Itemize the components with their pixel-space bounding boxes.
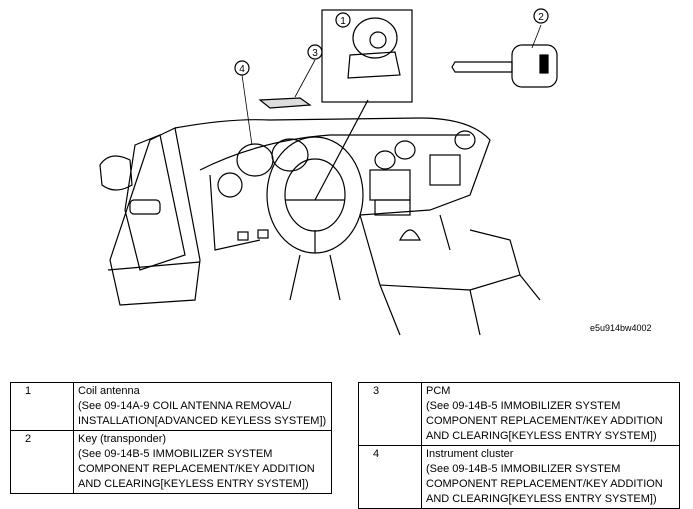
legend-item-title: Key (transponder): [78, 433, 167, 445]
legend-item-reference: (See 09-14B-5 IMMOBILIZER SYSTEM COMPONE…: [426, 400, 663, 442]
side-mirror: [99, 155, 133, 191]
air-vents: [217, 130, 476, 198]
legend-row: 4 Instrument cluster (See 09-14B-5 IMMOB…: [358, 445, 680, 509]
legend-item-title: PCM: [426, 385, 451, 397]
legend-row: 1 Coil antenna (See 09-14A-9 COIL ANTENN…: [10, 382, 332, 431]
legend-description: PCM (See 09-14B-5 IMMOBILIZER SYSTEM COM…: [421, 382, 680, 446]
legend-number: 1: [10, 382, 74, 431]
callout-1-label: 1: [340, 16, 346, 27]
legend-number: 4: [358, 445, 422, 509]
callout-2-label: 2: [538, 12, 544, 23]
instrument-cluster: [236, 138, 309, 177]
legend-row: 3 PCM (See 09-14B-5 IMMOBILIZER SYSTEM C…: [358, 382, 680, 446]
legend-item-reference: (See 09-14B-5 IMMOBILIZER SYSTEM COMPONE…: [426, 463, 663, 505]
legend-number: 2: [10, 430, 74, 494]
callout-4: [234, 60, 250, 76]
steering-wheel: [266, 136, 364, 301]
legend-table-left: 1 Coil antenna (See 09-14A-9 COIL ANTENN…: [10, 382, 332, 494]
legend-table-right: 3 PCM (See 09-14B-5 IMMOBILIZER SYSTEM C…: [358, 382, 680, 509]
door: [107, 127, 201, 306]
legend-description: Key (transponder) (See 09-14B-5 IMMOBILI…: [73, 430, 332, 494]
dashboard-illustration: 1 2 3 4: [99, 8, 558, 336]
legend-item-title: Coil antenna: [78, 385, 140, 397]
legend-item-reference: (See 09-14A-9 COIL ANTENNA REMOVAL/ INST…: [78, 400, 327, 427]
callout-4-label: 4: [239, 64, 245, 75]
callout-3: [307, 44, 323, 60]
legend-item-title: Instrument cluster: [426, 448, 514, 460]
legend-item-reference: (See 09-14B-5 IMMOBILIZER SYSTEM COMPONE…: [78, 448, 315, 490]
coil-antenna-inset: [314, 9, 413, 201]
callout-1: [335, 12, 351, 28]
legend-number: 3: [358, 382, 422, 446]
callout-leaders: [241, 24, 542, 146]
callout-3-label: 3: [312, 48, 318, 59]
callout-2: [533, 8, 549, 24]
figure-id: e5u914bw4002: [590, 323, 652, 333]
legend-description: Instrument cluster (See 09-14B-5 IMMOBIL…: [421, 445, 680, 509]
key-transponder: [451, 44, 558, 88]
pedals: [237, 229, 269, 241]
legend-description: Coil antenna (See 09-14A-9 COIL ANTENNA …: [73, 382, 332, 431]
pcm-module: [258, 97, 312, 109]
legend-row: 2 Key (transponder) (See 09-14B-5 IMMOBI…: [10, 430, 332, 494]
center-console: [369, 154, 461, 251]
dashboard: [174, 117, 541, 336]
